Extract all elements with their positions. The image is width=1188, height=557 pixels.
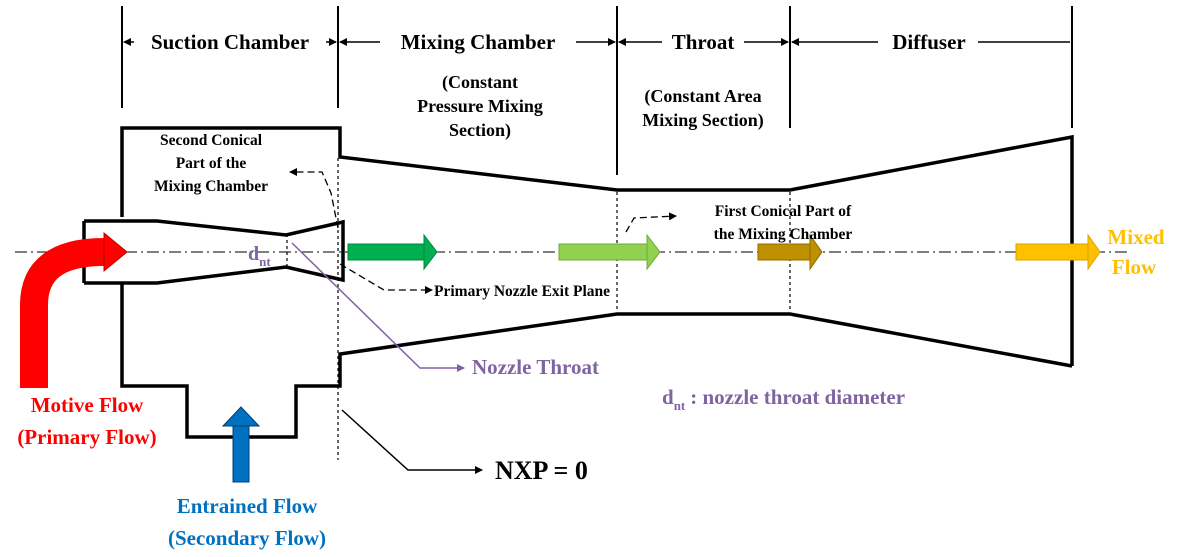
throat-note-line1: (Constant Area [644,86,761,107]
throat-label: Throat [672,30,735,54]
mixed-flow-label-line1: Mixed [1107,225,1164,249]
mixing-note-line2: Pressure Mixing [417,96,543,116]
mixed-flow-arrow [1015,233,1101,271]
nozzle-exit-plane-label: Primary Nozzle Exit Plane [434,283,610,300]
second-conical-label-line3: Mixing Chamber [154,178,268,195]
mixed-flow-label-line2: Flow [1112,255,1157,279]
first-conical-label-line2: the Mixing Chamber [714,226,853,243]
nxp-leader [341,409,483,474]
diffuser-label: Diffuser [892,30,965,54]
motive-flow-label-line1: Motive Flow [31,393,144,417]
section-boundaries [121,6,1073,175]
nozzle-throat-label: Nozzle Throat [472,355,599,379]
ejector-body [120,126,1074,439]
entrained-flow-label-line2: (Secondary Flow) [168,526,326,550]
dnt-definition: dnt: nozzle throat diameter [662,385,905,413]
entrained-flow-arrowhead [221,406,261,427]
entrained-flow-label-line1: Entrained Flow [177,494,318,518]
nxp-label: NXP = 0 [495,456,588,485]
motive-flow-arrow [20,238,105,388]
entrained-flow-arrow [232,423,250,483]
mixing-chamber-label: Mixing Chamber [401,30,556,54]
mixing-note-line3: Section) [449,120,511,141]
second-conical-label-line2: Part of the [176,155,247,172]
suction-chamber-label: Suction Chamber [151,30,309,54]
dnt-symbol: dnt [248,243,271,269]
throat-flow-arrow [558,233,661,271]
throat-note-line2: Mixing Section) [642,110,764,131]
first-conical-label-line1: First Conical Part of [715,203,852,220]
leader-lines [289,168,677,294]
second-conical-label-line1: Second Conical [160,132,263,149]
diffuser-flow-arrow [757,233,823,271]
motive-flow-label-line2: (Primary Flow) [17,425,156,449]
motive-flow-arrowhead [103,231,128,273]
mixing-note-line1: (Constant [442,72,518,93]
nozzle-throat-leader [291,242,465,372]
mixing-flow-arrow [347,233,438,271]
